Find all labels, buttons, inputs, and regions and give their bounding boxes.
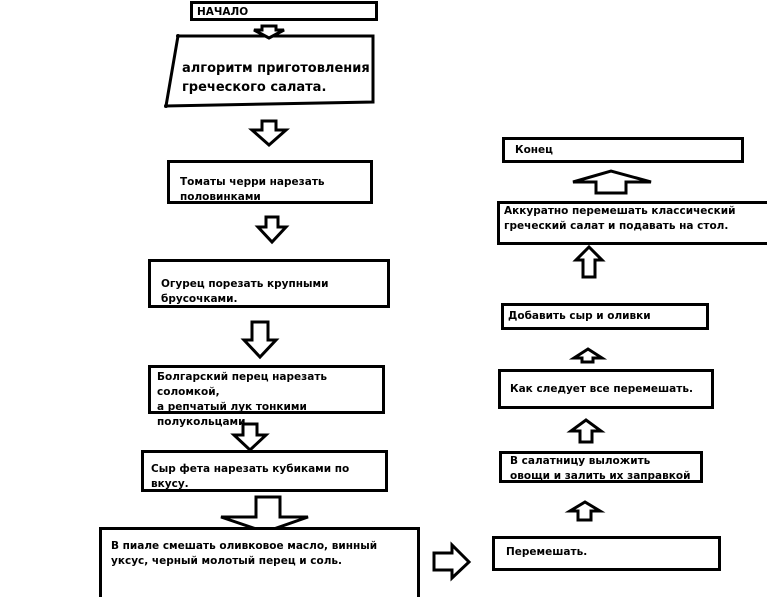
arrow-down-1	[253, 24, 285, 40]
start-box: НАЧАЛО	[190, 1, 378, 21]
step-box-r4: Добавить сыр и оливки	[501, 303, 709, 330]
step-box-1: Томаты черри нарезать половинками	[167, 160, 373, 204]
title-text: алгоритм приготовления греческого салата…	[182, 61, 370, 95]
arrow-up-5	[572, 169, 652, 195]
arrow-up-3	[568, 347, 608, 364]
arrow-down-2	[248, 119, 290, 148]
step-box-3: Болгарский перец нарезать соломкой, а ре…	[148, 365, 385, 428]
arrow-down-3	[254, 215, 290, 245]
arrow-right	[432, 541, 472, 582]
step-box-5: В пиале смешать оливковое масло, винный …	[99, 527, 420, 597]
arrow-up-4	[572, 244, 606, 279]
arrow-down-4	[240, 320, 280, 360]
end-box: Конец	[502, 137, 744, 163]
arrow-up-1	[564, 500, 606, 522]
step-box-r1: Перемешать.	[492, 536, 721, 571]
arrow-down-5	[230, 422, 270, 453]
step-box-2: Огурец порезать крупными брусочками.	[148, 259, 390, 308]
arrow-up-2	[566, 418, 606, 444]
title-parallelogram	[164, 34, 375, 108]
step-box-r5: Аккуратно перемешать классический гречес…	[497, 201, 767, 245]
arrow-down-6	[220, 495, 309, 534]
step-box-4: Сыр фета нарезать кубиками по вкусу.	[141, 450, 388, 492]
step-box-r3: Как следует все перемешать.	[498, 369, 714, 409]
step-box-r2: В салатницу выложить овощи и залить их з…	[499, 451, 703, 483]
